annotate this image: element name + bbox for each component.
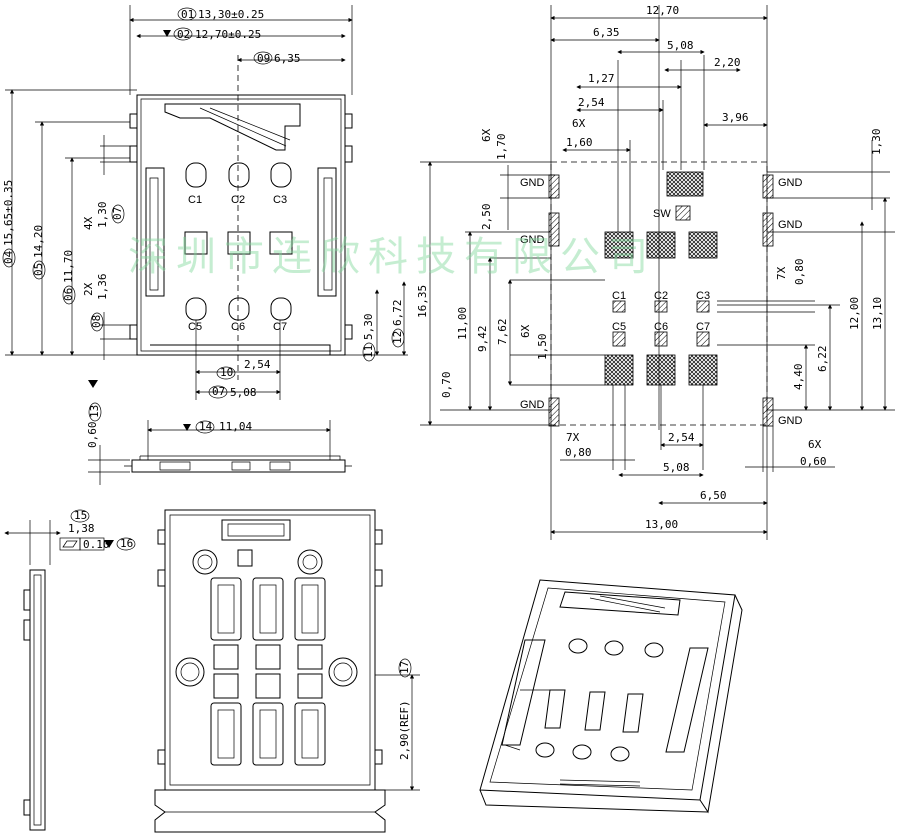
- dim-2-20-fp: 2,20: [714, 56, 741, 69]
- dim-1-30: 1,30: [96, 202, 109, 229]
- dim-13-00-fp: 13,00: [645, 518, 678, 531]
- dim-6-22-fp: 6,22: [816, 346, 829, 373]
- dim-1-60-fp: 1,60: [566, 136, 593, 149]
- mult-6x-d: 6X: [808, 438, 822, 451]
- dim-6-50-fp: 6,50: [700, 489, 727, 502]
- balloon-17: 17: [398, 661, 411, 674]
- bottom-contacts: [210, 577, 326, 766]
- dim-0-60: 0,60: [86, 422, 99, 449]
- isometric-view: [479, 579, 743, 814]
- balloon-11: 11: [362, 345, 375, 358]
- dim-11-00-fp: 11,00: [456, 307, 469, 340]
- balloon-06: 06: [62, 288, 75, 301]
- dim-12-70-fp: 12,70: [646, 4, 679, 17]
- sw-label: SW: [653, 208, 671, 220]
- balloon-04: 04: [2, 250, 15, 264]
- fp-c7: C7: [696, 321, 710, 333]
- eject-spring: [164, 103, 301, 151]
- watermark: 深圳市连欣科技有限公司: [128, 234, 656, 280]
- dim-9-42-fp: 9,42: [476, 326, 489, 353]
- gnd-label-bl: GND: [520, 399, 545, 411]
- mult-6x-b: 6X: [480, 128, 493, 142]
- balloon-12: 12: [391, 331, 404, 344]
- balloon-09: 09: [257, 52, 270, 65]
- dim-12-00-fp: 12,00: [848, 297, 861, 330]
- balloon-05: 05: [32, 263, 45, 276]
- balloon-08: 08: [90, 315, 103, 328]
- dim-3-96-fp: 3,96: [722, 111, 749, 124]
- fp-c2: C2: [654, 290, 668, 302]
- dim-2-54-bottom: 2,54: [668, 431, 695, 444]
- gnd-label-mr: GND: [778, 219, 803, 231]
- dim-16-35-fp: 16,35: [416, 285, 429, 318]
- dim-13-10-fp: 13,10: [871, 297, 884, 330]
- mult-6x-a: 6X: [572, 117, 586, 130]
- mult-7x-a: 7X: [775, 266, 788, 280]
- mult-7x-b: 7X: [566, 431, 580, 444]
- dim-5-08-fp: 5,08: [667, 39, 694, 52]
- dim-2-90-ref: 2,90(REF): [398, 700, 411, 760]
- fp-c1: C1: [612, 290, 626, 302]
- gnd-label-br: GND: [778, 415, 803, 427]
- balloon-10: 10: [220, 366, 233, 379]
- dim-6-35: 6,35: [274, 52, 301, 65]
- dim-1-70-fp: 1,70: [495, 134, 508, 161]
- end-view: 15 1,38 0.10 16: [4, 509, 136, 831]
- side-view: 14 11,04 13 0,60: [86, 380, 352, 485]
- dim-2-54-fp: 2,54: [578, 96, 605, 109]
- fp-c6: C6: [654, 321, 668, 333]
- front-view-outline: [136, 94, 346, 356]
- dim-4-40-fp: 4,40: [792, 364, 805, 391]
- dim-13-30: 13,30±0.25: [198, 8, 264, 21]
- dim-14-20: 14,20: [32, 225, 45, 258]
- dim-5-08: 5,08: [230, 386, 257, 399]
- dim-5-08-bottom: 5,08: [663, 461, 690, 474]
- dim-4x: 4X: [82, 216, 95, 230]
- contact-label-c1: C1: [188, 194, 202, 206]
- dim-6-35-fp: 6,35: [593, 26, 620, 39]
- balloon-02: 02: [177, 28, 190, 41]
- dim-7-62-fp: 7,62: [496, 319, 509, 346]
- dim-2x: 2X: [82, 282, 95, 296]
- flatness-0-10: 0.10: [83, 538, 110, 551]
- pcb-footprint: 12,70 6,35 5,08 2,20 1,27 2,54 3,96 6X 1…: [416, 4, 895, 540]
- dim-0-80-right: 0,80: [793, 259, 806, 286]
- dim-1-30-fp: 1,30: [870, 129, 883, 156]
- dim-2-50-fp: 2,50: [480, 204, 493, 231]
- dim-12-70: 12,70±0.25: [195, 28, 261, 41]
- dim-0-70-fp: 0,70: [440, 372, 453, 399]
- gnd-label-tl: GND: [520, 177, 545, 189]
- front-view: C1 C2 C3 C5 C6 C7 01 13,30±0.25 02 12,70…: [2, 5, 408, 400]
- dim-1-50-fp: 1,50: [536, 334, 549, 361]
- dim-0-80-fp: 0,80: [565, 446, 592, 459]
- fp-c3: C3: [696, 290, 710, 302]
- balloon-01: 01: [181, 8, 194, 21]
- balloon-16: 16: [120, 537, 133, 550]
- dim-15-65: 15,65±0.35: [2, 180, 15, 246]
- dim-1-38: 1,38: [68, 522, 95, 535]
- balloon-15: 15: [74, 509, 87, 522]
- dim-6-72: 6,72: [391, 300, 404, 327]
- gnd-label-ml: GND: [520, 234, 545, 246]
- dim-1-27-fp: 1,27: [588, 72, 615, 85]
- dim-11-04: 11,04: [219, 420, 252, 433]
- dim-11-70: 11,70: [62, 250, 75, 283]
- fp-c5: C5: [612, 321, 626, 333]
- balloon-07b: 07: [212, 385, 225, 398]
- mult-6x-c: 6X: [519, 324, 532, 338]
- dim-2-54: 2,54: [244, 358, 271, 371]
- balloon-07: 07: [111, 207, 124, 220]
- contact-label-c3: C3: [273, 194, 287, 206]
- dim-1-36: 1,36: [96, 274, 109, 301]
- dim-5-30: 5,30: [362, 314, 375, 341]
- balloon-14: 14: [199, 420, 213, 433]
- gnd-label-tr: GND: [778, 177, 803, 189]
- bottom-view: 2,90(REF) 17: [154, 509, 420, 833]
- dim-0-60-fp: 0,60: [800, 455, 827, 468]
- balloon-13: 13: [88, 405, 101, 418]
- contact-label-c5: C5: [188, 321, 202, 333]
